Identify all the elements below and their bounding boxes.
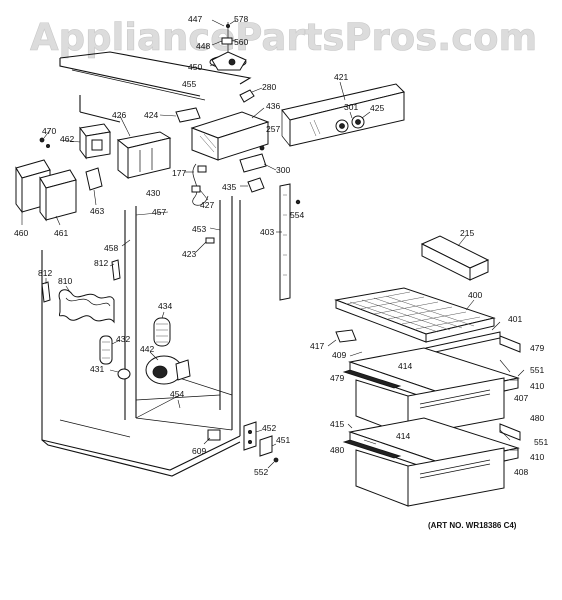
callout-280: 280 bbox=[262, 82, 276, 92]
callout-452: 452 bbox=[262, 423, 276, 433]
callout-435: 435 bbox=[222, 182, 236, 192]
callout-410-bottom: 410 bbox=[530, 452, 544, 462]
callout-453: 453 bbox=[192, 224, 206, 234]
callout-480-bottom: 480 bbox=[330, 445, 344, 455]
grille-part bbox=[153, 311, 171, 347]
callout-442: 442 bbox=[140, 344, 154, 354]
callout-812-right: 812 bbox=[94, 258, 108, 268]
callout-409: 409 bbox=[332, 350, 346, 360]
callout-423: 423 bbox=[182, 249, 196, 259]
callout-480-top: 480 bbox=[530, 413, 544, 423]
storage-bin bbox=[420, 235, 490, 281]
control-housing bbox=[190, 107, 277, 173]
callout-450: 450 bbox=[188, 62, 202, 72]
callout-810: 810 bbox=[58, 276, 72, 286]
callout-408: 408 bbox=[514, 467, 528, 477]
callout-425: 425 bbox=[370, 103, 384, 113]
duct-housing bbox=[39, 115, 172, 206]
cabinet-frame bbox=[41, 51, 252, 477]
callout-407: 407 bbox=[514, 393, 528, 403]
callout-460: 460 bbox=[14, 228, 28, 238]
fan-motor bbox=[145, 351, 191, 385]
cap-part bbox=[109, 368, 131, 380]
callout-551-top: 551 bbox=[530, 365, 544, 375]
shelf-rail bbox=[276, 183, 301, 301]
bottom-clip bbox=[203, 429, 221, 445]
hinge-bracket bbox=[243, 421, 279, 469]
callout-177: 177 bbox=[172, 168, 186, 178]
wiring-harness bbox=[184, 163, 209, 206]
callout-552: 552 bbox=[254, 467, 268, 477]
callout-463: 463 bbox=[90, 206, 104, 216]
callout-415: 415 bbox=[330, 419, 344, 429]
fan-housing bbox=[15, 159, 77, 226]
callout-432: 432 bbox=[116, 334, 130, 344]
control-panel bbox=[281, 81, 405, 147]
callout-403: 403 bbox=[260, 227, 274, 237]
callout-430: 430 bbox=[146, 188, 160, 198]
callout-455: 455 bbox=[182, 79, 196, 89]
callout-257: 257 bbox=[266, 124, 280, 134]
callout-401: 401 bbox=[508, 314, 522, 324]
callout-434: 434 bbox=[158, 301, 172, 311]
sensor-part bbox=[240, 177, 265, 193]
callout-479-top: 479 bbox=[530, 343, 544, 353]
callout-560: 560 bbox=[234, 37, 248, 47]
callout-414-top: 414 bbox=[398, 361, 412, 371]
callout-578: 578 bbox=[234, 14, 248, 24]
callout-215: 215 bbox=[460, 228, 474, 238]
callout-454: 454 bbox=[170, 389, 184, 399]
callout-461: 461 bbox=[54, 228, 68, 238]
callout-451: 451 bbox=[276, 435, 290, 445]
callout-812-left: 812 bbox=[38, 268, 52, 278]
callout-554: 554 bbox=[290, 210, 304, 220]
callout-436: 436 bbox=[266, 101, 280, 111]
callout-447: 447 bbox=[188, 14, 202, 24]
callout-301: 301 bbox=[344, 102, 358, 112]
callout-424: 424 bbox=[144, 110, 158, 120]
defrost-heater bbox=[41, 259, 121, 324]
thermostat-assembly bbox=[209, 19, 247, 71]
duct-cover bbox=[99, 335, 121, 365]
callout-458: 458 bbox=[104, 243, 118, 253]
callout-300: 300 bbox=[276, 165, 290, 175]
callout-551-bottom: 551 bbox=[534, 437, 548, 447]
lower-drawer bbox=[342, 417, 521, 507]
callout-417: 417 bbox=[310, 341, 324, 351]
callout-431: 431 bbox=[90, 364, 104, 374]
callout-479-bottom: 479 bbox=[330, 373, 344, 383]
glass-shelf bbox=[334, 287, 496, 343]
callout-410-top: 410 bbox=[530, 381, 544, 391]
watermark-text: AppliancePartsPros.com bbox=[30, 16, 537, 59]
callout-470: 470 bbox=[42, 126, 56, 136]
clip-part bbox=[239, 87, 263, 103]
callout-labels: 447 578 448 560 450 455 280 421 301 425 … bbox=[14, 14, 548, 477]
mullion-parts bbox=[121, 211, 221, 253]
callout-421: 421 bbox=[334, 72, 348, 82]
callout-414-bottom: 414 bbox=[396, 431, 410, 441]
callout-609: 609 bbox=[192, 446, 206, 456]
callout-448: 448 bbox=[196, 41, 210, 51]
callout-457: 457 bbox=[152, 207, 166, 217]
callout-400: 400 bbox=[468, 290, 482, 300]
bracket-part bbox=[159, 107, 201, 123]
art-number: (ART NO. WR18386 C4) bbox=[428, 521, 517, 530]
callout-426: 426 bbox=[112, 110, 126, 120]
shelf-frame bbox=[327, 321, 521, 357]
leader-454 bbox=[177, 399, 181, 409]
callout-462: 462 bbox=[60, 134, 74, 144]
callout-427: 427 bbox=[200, 200, 214, 210]
